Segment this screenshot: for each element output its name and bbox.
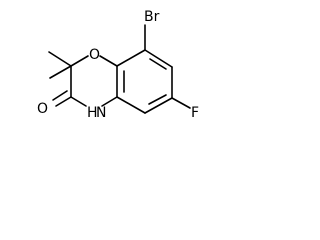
- bond-o-c2: [70, 55, 89, 67]
- bond-n-c12: [101, 96, 118, 107]
- bond-c13-c8: [116, 49, 146, 67]
- carbonyl-bond-1: [55, 96, 72, 107]
- bond-c2-methyl-a: [48, 51, 72, 67]
- aromatic-double-bond-2: [148, 94, 167, 105]
- bond-c2-methyl-b: [49, 65, 72, 79]
- bond-c10-f: [171, 97, 191, 109]
- atom-label-fluorine: F: [191, 105, 199, 121]
- bond-c13-o: [99, 55, 118, 67]
- bonds: [48, 24, 191, 114]
- atom-label-nitrogen-hydrogen: H: [87, 105, 98, 121]
- aromatic-double-bond-1: [149, 58, 167, 70]
- atom-label-bromine: Br: [144, 9, 160, 25]
- atom-labels: Br O F O H N: [37, 9, 199, 121]
- atom-label-oxygen-ring: O: [89, 47, 100, 63]
- bond-c10-c11: [144, 97, 173, 114]
- bond-c11-c12: [116, 96, 146, 114]
- atom-label-oxygen-carbonyl: O: [37, 101, 48, 117]
- bond-c3-n: [70, 96, 87, 107]
- carbonyl-bond-2: [52, 90, 68, 101]
- atom-label-nitrogen: N: [96, 105, 106, 121]
- molecular-structure-diagram: Br O F O H N: [37, 9, 199, 121]
- bond-c8-c9: [144, 49, 173, 68]
